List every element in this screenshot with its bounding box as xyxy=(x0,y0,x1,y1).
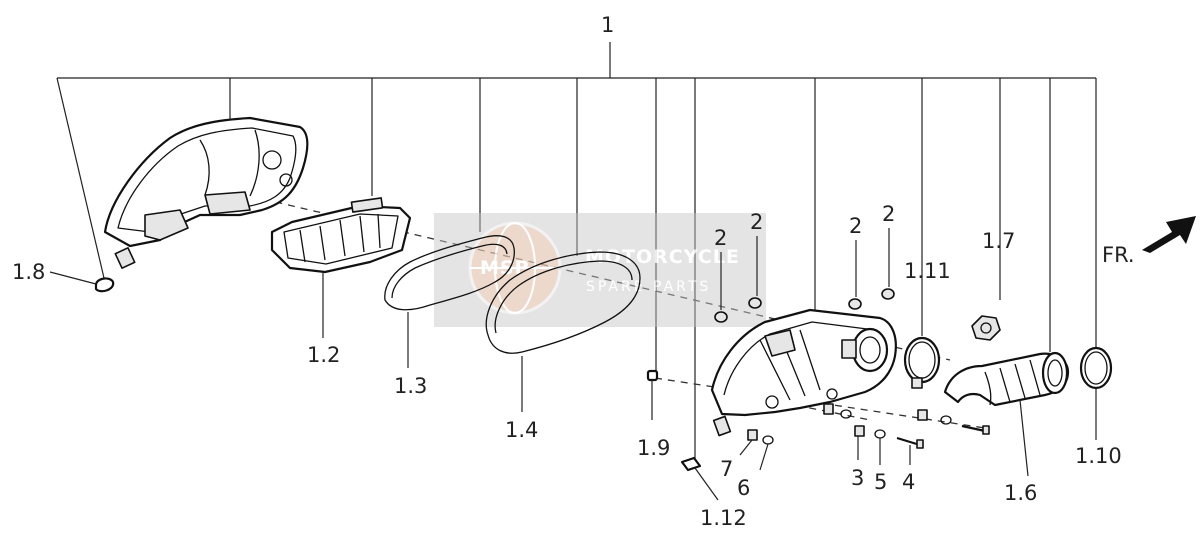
callout-labels: 1 1.2 1.3 1.4 1.6 1.7 1.8 1.9 1.10 1.11 … xyxy=(12,13,1122,530)
part-1-6-intake-duct xyxy=(943,351,1070,407)
part-1-2-filter-element xyxy=(270,197,412,274)
part-1-12-drain xyxy=(680,456,702,472)
callout-1-10: 1.10 xyxy=(1075,444,1122,468)
callout-1-8: 1.8 xyxy=(12,260,45,284)
callout-1-9: 1.9 xyxy=(637,436,670,460)
watermark-line1: MOTORCYCLE xyxy=(585,246,740,268)
small-hardware-leaders xyxy=(739,436,911,471)
front-direction-label: FR. xyxy=(1102,243,1135,267)
callout-7: 7 xyxy=(720,457,733,481)
callout-1-7: 1.7 xyxy=(982,229,1015,253)
callout-4: 4 xyxy=(902,470,915,494)
part-1-7-fitting xyxy=(971,315,1001,341)
air-box-housing xyxy=(710,308,897,437)
front-direction-arrow-icon xyxy=(1142,216,1196,253)
callout-3: 3 xyxy=(851,466,864,490)
callout-1-2: 1.2 xyxy=(307,343,340,367)
callout-5: 5 xyxy=(874,470,887,494)
part-1-4-gasket xyxy=(485,251,641,354)
callout-1-3: 1.3 xyxy=(394,374,427,398)
callout-2-b: 2 xyxy=(750,210,763,234)
callout-2-d: 2 xyxy=(882,202,895,226)
air-filter-cover xyxy=(103,116,309,270)
callout-2-leaders xyxy=(720,228,890,310)
part-1-11-clamp xyxy=(903,336,941,389)
part-1-3-gasket xyxy=(384,235,515,311)
callout-6: 6 xyxy=(737,476,750,500)
callout-1-11: 1.11 xyxy=(904,259,951,283)
callout-1-12: 1.12 xyxy=(700,506,747,530)
part-1-10-clamp xyxy=(1079,346,1113,390)
callout-1-6: 1.6 xyxy=(1004,481,1037,505)
callout-2-c: 2 xyxy=(849,214,862,238)
watermark-line2: SPARE PARTS xyxy=(586,279,711,295)
callout-1-4: 1.4 xyxy=(505,418,538,442)
part-2-nuts xyxy=(714,288,895,323)
part-1-8-cap xyxy=(94,277,115,293)
watermark-logo: MSP xyxy=(480,257,530,279)
callout-1: 1 xyxy=(601,13,614,37)
small-hardware xyxy=(747,403,990,449)
callout-2-a: 2 xyxy=(714,226,727,250)
callout-1-bracket xyxy=(56,42,1097,460)
part-1-9-screw xyxy=(646,369,659,420)
